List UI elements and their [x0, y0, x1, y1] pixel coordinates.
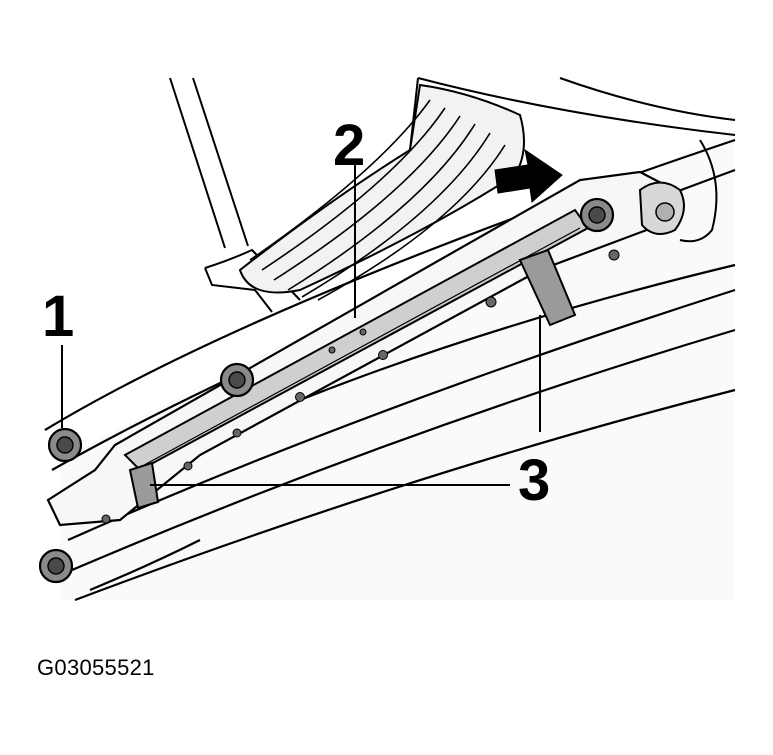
end-fitting: [638, 181, 685, 235]
trim-cover: [238, 83, 525, 301]
bolt-middle: [219, 362, 255, 398]
strap: [169, 77, 301, 313]
callout-1: 1: [42, 284, 74, 349]
rivets: [101, 249, 620, 524]
bolt-top-right: [579, 197, 615, 233]
clip-right: [518, 248, 577, 327]
guide-rail-lower-edge: [134, 227, 581, 471]
leader-lines: [61, 165, 541, 486]
direction-arrow: [494, 148, 563, 203]
callout-2: 2: [333, 113, 365, 178]
clip-left: [128, 461, 160, 510]
callout-3: 3: [518, 448, 550, 513]
bolt-left-upper: [47, 427, 83, 463]
bolt-left-lower: [38, 548, 74, 584]
figure-id: G03055521: [37, 655, 155, 680]
